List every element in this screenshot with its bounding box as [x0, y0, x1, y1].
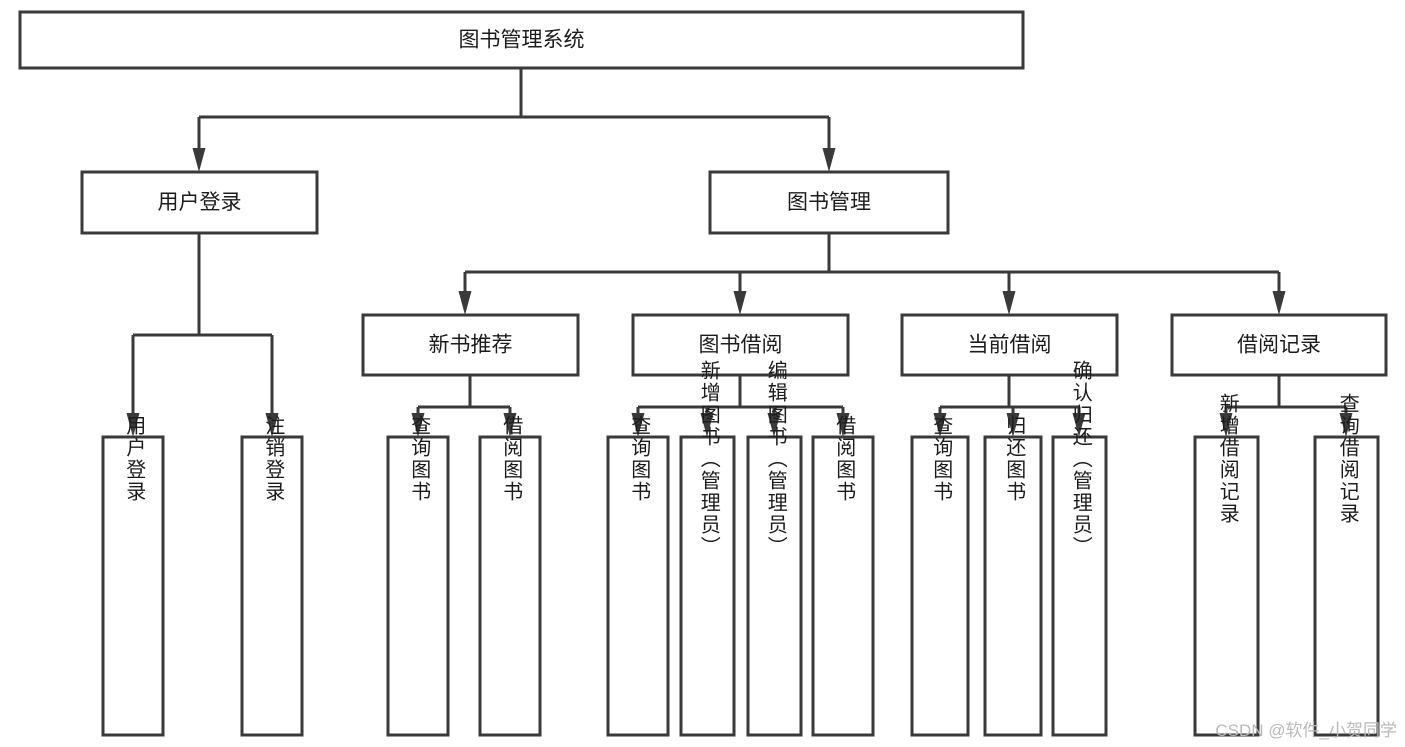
conn-borrow-to-l3 [767, 407, 781, 437]
node-label-records: 借阅记录 [1237, 334, 1321, 357]
node-label-leaf-return-book: 归还图书 [1003, 415, 1026, 503]
conn-login-to-l1 [126, 335, 140, 437]
conn-current-to-l3 [1072, 407, 1086, 437]
node-label-newbook: 新书推荐 [429, 334, 513, 357]
node-box-login[interactable] [80, 170, 319, 235]
node-label-leaf-borrow-book-2: 借阅图书 [833, 415, 856, 503]
conn-login-to-l2 [265, 335, 279, 437]
node-box-bookmgmt[interactable] [708, 170, 950, 235]
node-label-root: 图书管理系统 [459, 29, 585, 52]
node-box-leaf-add-book[interactable] [679, 435, 736, 737]
node-label-leaf-query-book-1: 查询图书 [408, 415, 431, 503]
node-leaf-borrow-book-1[interactable]: 借阅图书 [478, 415, 542, 737]
node-box-leaf-query-book-3[interactable] [910, 435, 970, 737]
node-leaf-query-record[interactable]: 查询借阅记录 [1313, 393, 1380, 737]
node-leaf-add-book[interactable]: 新增图书（管理员） [679, 360, 736, 737]
node-label-login: 用户登录 [158, 191, 242, 214]
conn-bookmgmt-to-newbook [458, 272, 472, 315]
node-box-leaf-add-record[interactable] [1193, 435, 1260, 737]
node-leaf-query-book-3[interactable]: 查询图书 [910, 415, 970, 737]
conn-records-to-l2 [1339, 407, 1353, 437]
conn-records-to-l1 [1219, 407, 1233, 437]
node-leaf-edit-book[interactable]: 编辑图书（管理员） [746, 360, 803, 737]
conn-borrow-to-l4 [836, 407, 850, 437]
node-bookmgmt[interactable]: 图书管理 [708, 170, 950, 235]
watermark-text: CSDN @软件_小贺同学 [1215, 721, 1397, 740]
conn-bookmgmt-to-current [1002, 272, 1016, 315]
conn-newbook-to-l1 [411, 407, 425, 437]
conn-borrow-to-l1 [631, 407, 645, 437]
node-box-newbook[interactable] [361, 313, 580, 377]
node-box-leaf-confirm-return[interactable] [1051, 435, 1108, 737]
node-label-current: 当前借阅 [968, 334, 1052, 357]
node-box-records[interactable] [1170, 313, 1388, 377]
node-root[interactable]: 图书管理系统 [18, 10, 1025, 70]
node-records[interactable]: 借阅记录 [1170, 313, 1388, 377]
node-borrow[interactable]: 图书借阅 [631, 313, 850, 377]
node-label-leaf-add-record: 新增借阅记录 [1216, 393, 1239, 525]
node-box-borrow[interactable] [631, 313, 850, 377]
conn-borrow-to-l2 [700, 407, 714, 437]
node-label-bookmgmt: 图书管理 [787, 191, 871, 214]
node-login[interactable]: 用户登录 [80, 170, 319, 235]
conn-root-to-bookmgmt [822, 117, 836, 172]
node-leaf-logout[interactable]: 注销登录 [240, 415, 304, 737]
conn-bookmgmt-to-borrow [733, 272, 747, 315]
conn-newbook-to-l2 [503, 407, 517, 437]
node-leaf-add-record[interactable]: 新增借阅记录 [1193, 393, 1260, 737]
node-label-leaf-logout: 注销登录 [262, 415, 285, 503]
node-label-leaf-confirm-return: 确认归还（管理员） [1069, 360, 1092, 558]
node-box-leaf-borrow-book-1[interactable] [478, 435, 542, 737]
node-leaf-return-book[interactable]: 归还图书 [983, 415, 1043, 737]
node-label-leaf-borrow-book-1: 借阅图书 [500, 415, 523, 503]
node-label-leaf-user-login: 用户登录 [123, 415, 146, 503]
node-label-leaf-edit-book: 编辑图书（管理员） [764, 360, 787, 558]
conn-current-to-l2 [1006, 407, 1020, 437]
node-box-leaf-query-book-2[interactable] [606, 435, 670, 737]
node-leaf-query-book-2[interactable]: 查询图书 [606, 415, 670, 737]
conn-current-to-l1 [933, 407, 947, 437]
node-box-leaf-logout[interactable] [240, 435, 304, 737]
node-label-leaf-add-book: 新增图书（管理员） [697, 360, 720, 558]
conn-root-to-login [192, 117, 206, 172]
node-leaf-confirm-return[interactable]: 确认归还（管理员） [1051, 360, 1108, 737]
node-current[interactable]: 当前借阅 [900, 313, 1119, 377]
node-leaf-user-login[interactable]: 用户登录 [101, 415, 165, 737]
node-box-current[interactable] [900, 313, 1119, 377]
node-box-leaf-query-record[interactable] [1313, 435, 1380, 737]
node-box-leaf-return-book[interactable] [983, 435, 1043, 737]
node-box-leaf-user-login[interactable] [101, 435, 165, 737]
node-newbook[interactable]: 新书推荐 [361, 313, 580, 377]
node-box-leaf-edit-book[interactable] [746, 435, 803, 737]
node-leaf-query-book-1[interactable]: 查询图书 [386, 415, 450, 737]
node-leaf-borrow-book-2[interactable]: 借阅图书 [811, 415, 875, 737]
node-label-leaf-query-book-2: 查询图书 [628, 415, 651, 503]
node-box-leaf-borrow-book-2[interactable] [811, 435, 875, 737]
node-box-root[interactable] [18, 10, 1025, 70]
node-label-borrow: 图书借阅 [699, 334, 783, 357]
node-label-leaf-query-book-3: 查询图书 [930, 415, 953, 503]
conn-bookmgmt-to-records [1272, 272, 1286, 315]
node-label-leaf-query-record: 查询借阅记录 [1336, 393, 1359, 525]
node-box-leaf-query-book-1[interactable] [386, 435, 450, 737]
